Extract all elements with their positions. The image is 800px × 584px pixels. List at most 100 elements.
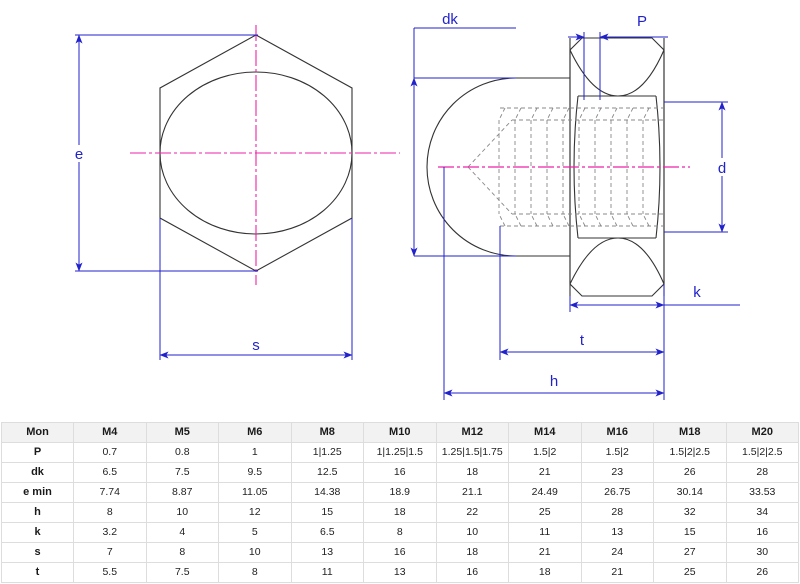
- row-header-p: P: [1, 442, 74, 463]
- cell-k-m10: 8: [363, 522, 437, 543]
- cell-s-m20: 30: [725, 542, 799, 563]
- cell-dk-m10: 16: [363, 462, 437, 483]
- cell-k-m5: 4: [145, 522, 219, 543]
- cell-h-m10: 18: [363, 502, 437, 523]
- cell-emin-m14: 24.49: [508, 482, 582, 503]
- hidden-thread-group: [467, 107, 664, 227]
- cell-k-m14: 11: [508, 522, 582, 543]
- cell-dk-m14: 21: [508, 462, 582, 483]
- cell-t-m12: 16: [435, 562, 509, 583]
- cell-h-m8: 15: [290, 502, 364, 523]
- technical-drawing-svg: e s: [74, 11, 740, 400]
- cell-dk-m4: 6.5: [73, 462, 147, 483]
- cell-t-m8: 11: [290, 562, 364, 583]
- dimension-label-k: k: [693, 284, 701, 301]
- column-header-m10: M10: [363, 422, 437, 443]
- column-header-m18: M18: [653, 422, 727, 443]
- cell-s-m14: 21: [508, 542, 582, 563]
- table-head: Mon M4 M5 M6 M8 M10 M12 M14 M16 M18 M20: [1, 422, 799, 443]
- table-row: s 7 8 10 13 16 18 21 24 27 30: [1, 542, 799, 563]
- thread-end-cone: [467, 119, 513, 215]
- column-header-m4: M4: [73, 422, 147, 443]
- cell-t-m20: 26: [725, 562, 799, 583]
- dimension-label-s: s: [252, 337, 260, 354]
- cell-dk-m5: 7.5: [145, 462, 219, 483]
- cell-k-m20: 16: [725, 522, 799, 543]
- cell-t-m4: 5.5: [73, 562, 147, 583]
- cell-s-m16: 24: [580, 542, 654, 563]
- cell-emin-m18: 30.14: [653, 482, 727, 503]
- cell-h-m18: 32: [653, 502, 727, 523]
- cell-dk-m20: 28: [725, 462, 799, 483]
- cell-p-m8: 1|1.25: [290, 442, 364, 463]
- cell-k-m6: 5: [218, 522, 292, 543]
- column-header-m16: M16: [580, 422, 654, 443]
- table-row: P 0.7 0.8 1 1|1.25 1|1.25|1.5 1.25|1.5|1…: [1, 442, 799, 463]
- dimension-label-h: h: [550, 373, 558, 390]
- technical-drawing-area: e s: [74, 11, 740, 400]
- cell-h-m4: 8: [73, 502, 147, 523]
- cell-s-m5: 8: [145, 542, 219, 563]
- row-header-emin: e min: [1, 482, 74, 503]
- column-header-m6: M6: [218, 422, 292, 443]
- cell-emin-m16: 26.75: [580, 482, 654, 503]
- dimension-table: Mon M4 M5 M6 M8 M10 M12 M14 M16 M18 M20 …: [1, 422, 799, 583]
- cell-emin-m4: 7.74: [73, 482, 147, 503]
- dimension-label-dk: dk: [442, 11, 458, 28]
- dimension-label-P: P: [637, 13, 647, 30]
- table-row: h 8 10 12 15 18 22 25 28 32 34: [1, 502, 799, 523]
- table-corner-header: Mon: [1, 422, 74, 443]
- table-row: dk 6.5 7.5 9.5 12.5 16 18 21 23 26 28: [1, 462, 799, 483]
- row-header-t: t: [1, 562, 74, 583]
- cell-t-m10: 13: [363, 562, 437, 583]
- cell-s-m8: 13: [290, 542, 364, 563]
- cell-k-m4: 3.2: [73, 522, 147, 543]
- cell-k-m12: 10: [435, 522, 509, 543]
- dimension-label-d: d: [718, 160, 726, 177]
- cell-h-m12: 22: [435, 502, 509, 523]
- cap-nut-side-view: dk P d k: [410, 11, 740, 400]
- table-body: P 0.7 0.8 1 1|1.25 1|1.25|1.5 1.25|1.5|1…: [1, 442, 799, 583]
- column-header-m5: M5: [145, 422, 219, 443]
- cell-h-m6: 12: [218, 502, 292, 523]
- cell-t-m16: 21: [580, 562, 654, 583]
- cell-dk-m12: 18: [435, 462, 509, 483]
- cell-dk-m18: 26: [653, 462, 727, 483]
- table-row: t 5.5 7.5 8 11 13 16 18 21 25 26: [1, 562, 799, 583]
- hexagon-front-view: e s: [75, 25, 400, 360]
- cell-t-m6: 8: [218, 562, 292, 583]
- cell-t-m18: 25: [653, 562, 727, 583]
- cell-k-m8: 6.5: [290, 522, 364, 543]
- cell-s-m4: 7: [73, 542, 147, 563]
- cell-h-m5: 10: [145, 502, 219, 523]
- column-header-m14: M14: [508, 422, 582, 443]
- cell-dk-m6: 9.5: [218, 462, 292, 483]
- cell-dk-m8: 12.5: [290, 462, 364, 483]
- table-row: k 3.2 4 5 6.5 8 10 11 13 15 16: [1, 522, 799, 543]
- cell-p-m10: 1|1.25|1.5: [363, 442, 437, 463]
- column-header-m12: M12: [435, 422, 509, 443]
- column-header-m8: M8: [290, 422, 364, 443]
- column-header-m20: M20: [725, 422, 799, 443]
- cell-s-m10: 16: [363, 542, 437, 563]
- row-header-h: h: [1, 502, 74, 523]
- cell-h-m16: 28: [580, 502, 654, 523]
- cell-k-m18: 15: [653, 522, 727, 543]
- table-row: e min 7.74 8.87 11.05 14.38 18.9 21.1 24…: [1, 482, 799, 503]
- cell-p-m16: 1.5|2: [580, 442, 654, 463]
- cell-p-m6: 1: [218, 442, 292, 463]
- dimension-label-e: e: [75, 146, 83, 163]
- nut-body-silhouette: [569, 37, 665, 297]
- row-header-s: s: [1, 542, 74, 563]
- dimension-label-t: t: [580, 332, 585, 349]
- cell-k-m16: 13: [580, 522, 654, 543]
- cell-p-m4: 0.7: [73, 442, 147, 463]
- cell-t-m14: 18: [508, 562, 582, 583]
- table-header-row: Mon M4 M5 M6 M8 M10 M12 M14 M16 M18 M20: [1, 422, 799, 443]
- cell-s-m6: 10: [218, 542, 292, 563]
- cell-s-m18: 27: [653, 542, 727, 563]
- cell-dk-m16: 23: [580, 462, 654, 483]
- cell-p-m12: 1.25|1.5|1.75: [435, 442, 509, 463]
- cell-p-m18: 1.5|2|2.5: [653, 442, 727, 463]
